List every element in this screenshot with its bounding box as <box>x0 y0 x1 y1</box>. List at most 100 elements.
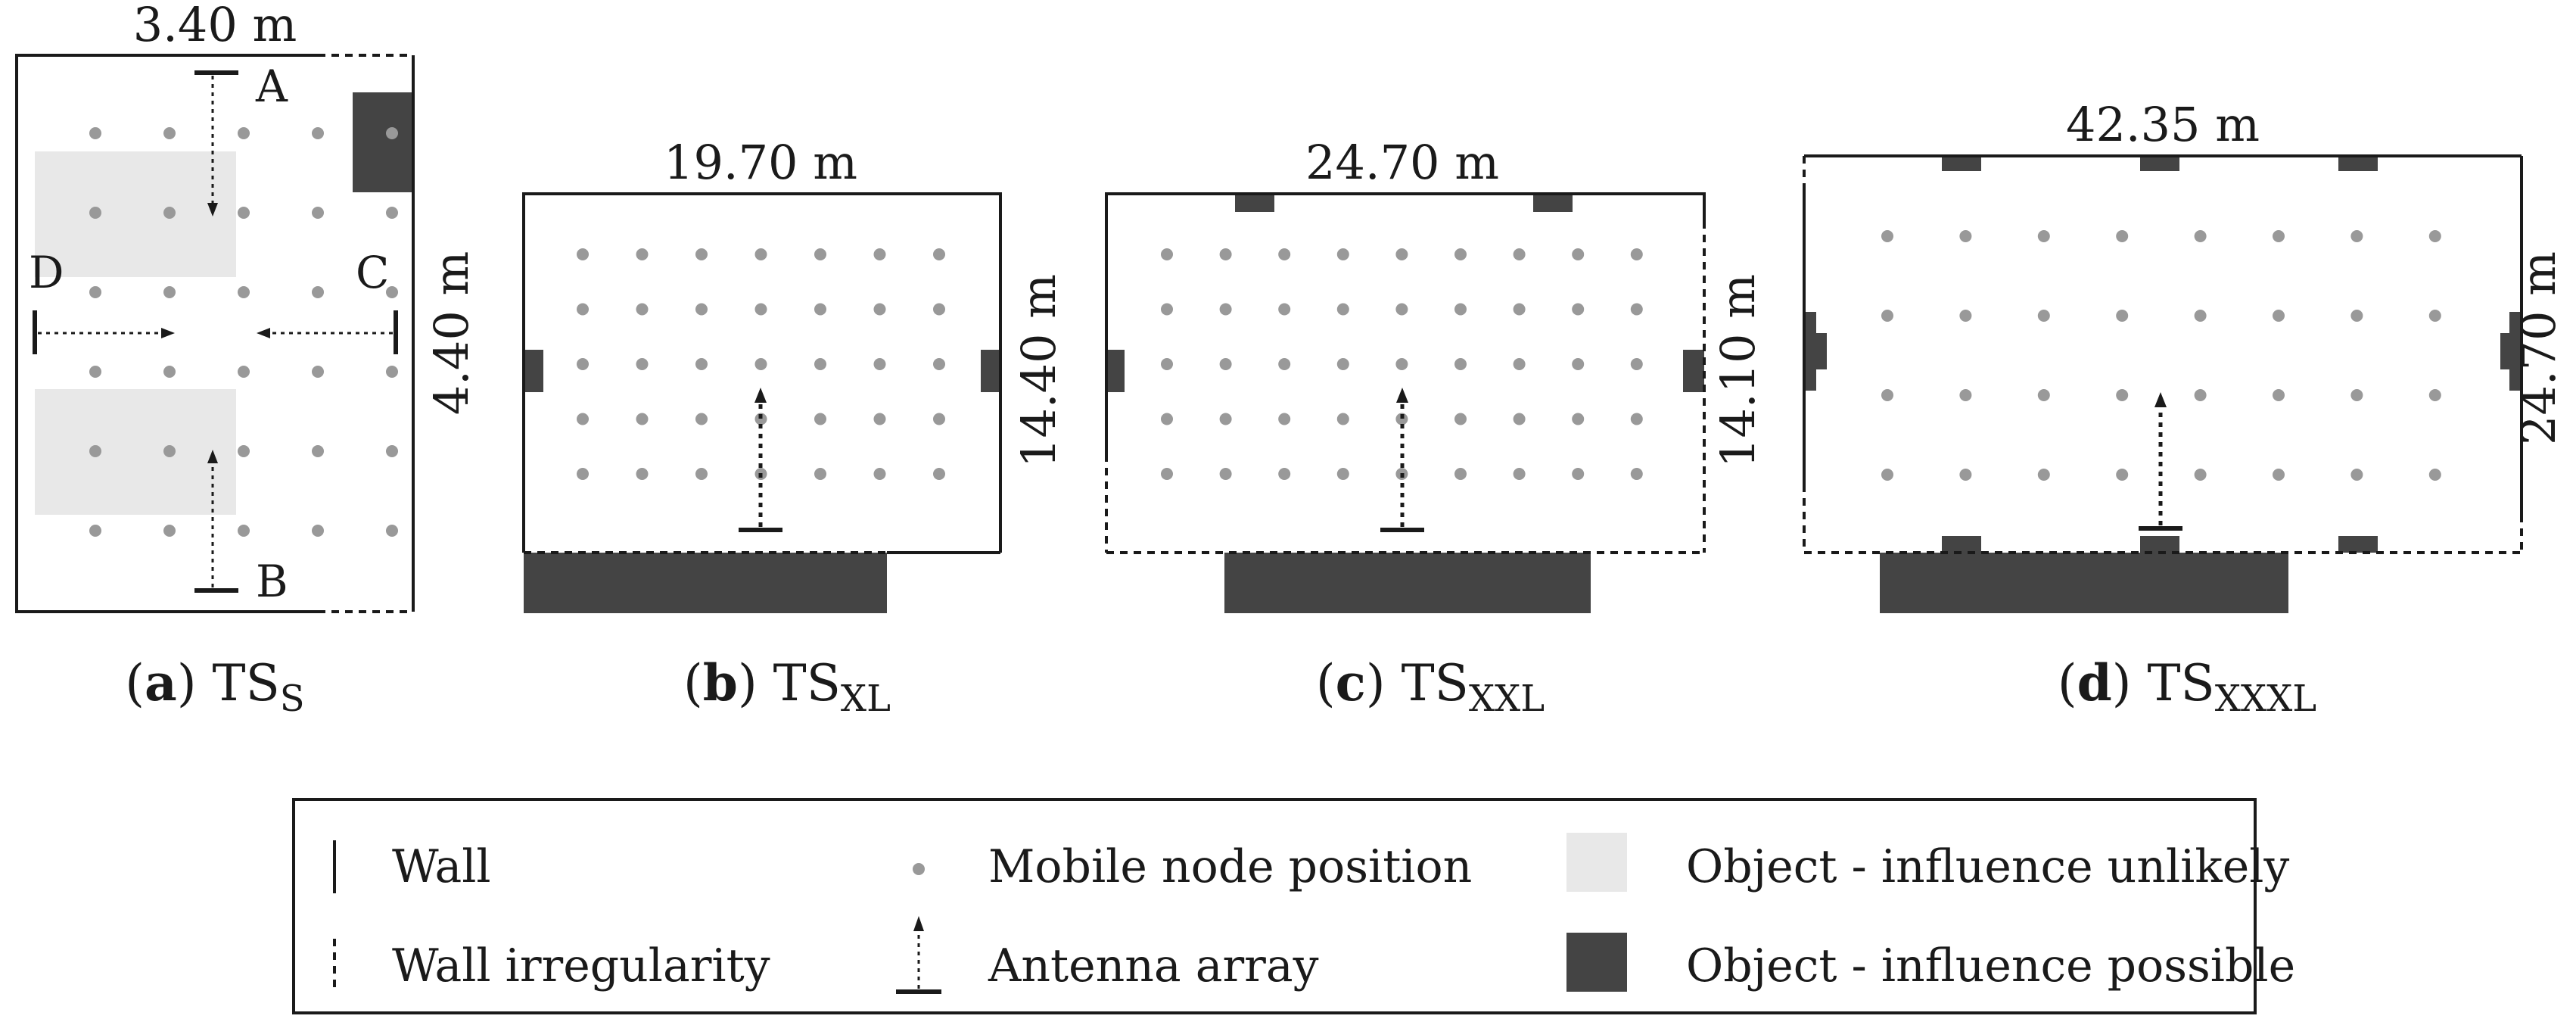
mobile-node-position <box>312 366 324 378</box>
mobile-node-position <box>2350 310 2363 322</box>
mobile-node-position <box>1219 358 1232 370</box>
object-possible <box>1816 333 1827 369</box>
legend-antenna-array: Antenna array <box>988 939 1319 992</box>
node-grid <box>1161 248 1643 480</box>
mobile-node-position <box>1161 413 1173 425</box>
mobile-node-position <box>1959 230 1972 242</box>
label-b: B <box>256 556 288 607</box>
mobile-node-position <box>1278 248 1291 260</box>
mobile-node-position <box>636 303 649 316</box>
antenna-array <box>1380 388 1424 532</box>
height-label: 24.70 m <box>2511 251 2566 445</box>
mobile-node-position <box>577 413 589 425</box>
panel-c: 24.70 m 14.10 m (c) TSXXL <box>1105 135 1766 720</box>
mobile-node-position <box>1572 468 1585 480</box>
object-unlikely-top <box>35 151 236 277</box>
mobile-node-position <box>1161 248 1173 260</box>
object-possible <box>2500 333 2509 369</box>
height-label: 4.40 m <box>424 251 479 416</box>
mobile-node-position <box>2350 389 2363 401</box>
mobile-node-position <box>636 413 649 425</box>
mobile-node-position <box>312 525 324 537</box>
mobile-node-position <box>636 468 649 480</box>
mobile-node-position <box>2194 469 2207 481</box>
caption-sub: XXXL <box>2215 678 2316 720</box>
object-possible <box>2338 536 2378 553</box>
height-label: 14.40 m <box>1011 274 1066 468</box>
mobile-node-position <box>1630 303 1643 316</box>
antenna-array-c <box>257 310 398 354</box>
mobile-node-position <box>1454 248 1467 260</box>
mobile-node-position <box>2428 310 2441 322</box>
caption-c: (c) TSXXL <box>1316 653 1545 720</box>
mobile-node-position <box>386 207 398 219</box>
mobile-node-position <box>2194 230 2207 242</box>
caption-letter: c <box>1336 653 1366 712</box>
object-possible <box>2140 536 2179 553</box>
mobile-node-position <box>163 286 176 298</box>
mobile-node-position <box>2273 469 2285 481</box>
caption-letter: a <box>145 653 177 712</box>
mobile-node-position <box>2273 230 2285 242</box>
object-possible <box>2338 156 2378 171</box>
object-possible <box>2140 156 2179 171</box>
node-symbol <box>913 863 925 875</box>
mobile-node-position <box>1219 303 1232 316</box>
mobile-node-position <box>238 207 250 219</box>
label-a: A <box>255 61 288 112</box>
caption-main: TS <box>1402 654 1469 712</box>
width-label: 3.40 m <box>133 0 297 52</box>
legend-object-possible: Object - influence possible <box>1686 939 2295 992</box>
mobile-node-position <box>754 358 767 370</box>
mobile-node-position <box>1572 248 1585 260</box>
mobile-node-position <box>2116 230 2129 242</box>
mobile-node-position <box>89 445 101 457</box>
mobile-node-position <box>1881 389 1893 401</box>
object-possible <box>524 350 543 392</box>
mobile-node-position <box>2037 310 2050 322</box>
object-possible <box>1942 156 1981 171</box>
mobile-node-position <box>1336 413 1349 425</box>
mobile-node-position <box>933 358 945 370</box>
mobile-node-position <box>873 468 886 480</box>
antenna-array-a <box>194 70 238 217</box>
mobile-node-position <box>1959 389 1972 401</box>
mobile-node-position <box>2037 230 2050 242</box>
width-label: 24.70 m <box>1305 135 1499 190</box>
panel-b: 19.70 m 14.40 m (b) TSXL <box>522 135 1066 720</box>
mobile-node-position <box>89 127 101 139</box>
mobile-node-position <box>873 303 886 316</box>
mobile-node-position <box>1513 303 1526 316</box>
mobile-node-position <box>1161 303 1173 316</box>
mobile-node-position <box>2116 469 2129 481</box>
mobile-node-position <box>2194 389 2207 401</box>
mobile-node-position <box>814 468 826 480</box>
caption-d: (d) TSXXXL <box>2058 653 2316 720</box>
mobile-node-position <box>1881 230 1893 242</box>
mobile-node-position <box>1336 358 1349 370</box>
mobile-node-position <box>636 358 649 370</box>
antenna-array-symbol <box>896 916 941 994</box>
mobile-node-position <box>1630 248 1643 260</box>
mobile-node-position <box>933 413 945 425</box>
mobile-node-position <box>2037 389 2050 401</box>
mobile-node-position <box>2116 310 2129 322</box>
mobile-node-position <box>386 525 398 537</box>
mobile-node-position <box>1959 469 1972 481</box>
mobile-node-position <box>814 413 826 425</box>
mobile-node-position <box>2428 469 2441 481</box>
legend-frame <box>292 798 2257 1014</box>
mobile-node-position <box>933 468 945 480</box>
legend-object-unlikely: Object - influence unlikely <box>1686 840 2289 893</box>
mobile-node-position <box>1278 358 1291 370</box>
height-label: 14.10 m <box>1710 274 1766 468</box>
mobile-node-position <box>1630 468 1643 480</box>
object-possible-symbol <box>1566 933 1627 992</box>
mobile-node-position <box>312 207 324 219</box>
node-grid <box>1881 230 2441 481</box>
caption-a: (a) TSS <box>125 653 304 720</box>
mobile-node-position <box>1513 468 1526 480</box>
mobile-node-position <box>695 413 708 425</box>
mobile-node-position <box>1513 358 1526 370</box>
mobile-node-position <box>577 303 589 316</box>
